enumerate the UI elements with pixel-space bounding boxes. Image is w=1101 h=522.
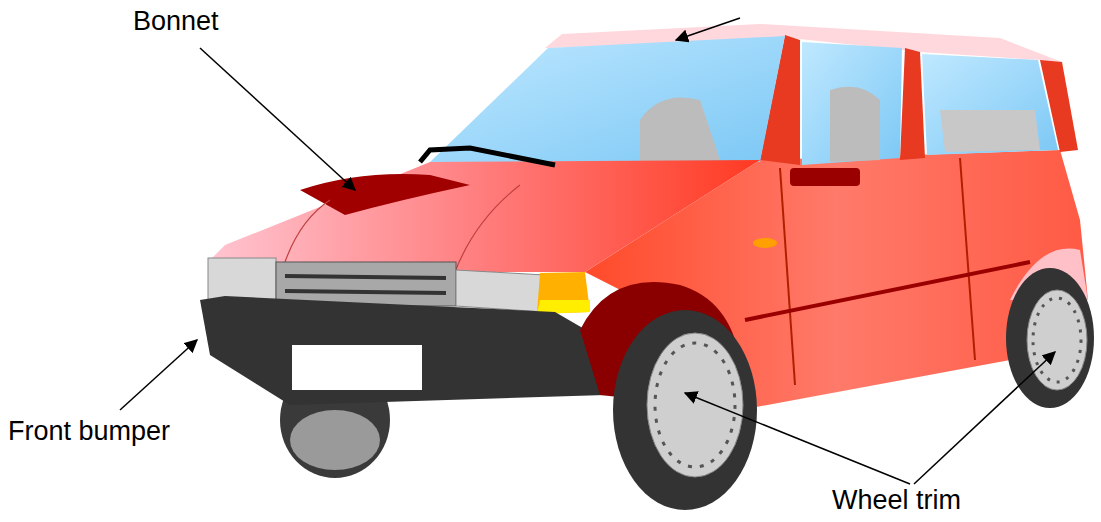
leader-line (200, 48, 355, 190)
grille-bar (285, 276, 446, 278)
grille-bar (285, 291, 446, 293)
side-stripe (745, 262, 1030, 320)
leader-line (685, 393, 910, 484)
leader-line (676, 18, 740, 40)
part-name: Bonnet (133, 6, 219, 36)
headlight (208, 258, 276, 300)
leader-line (914, 352, 1055, 484)
rear-window (922, 54, 1058, 155)
part-label: Wheel trim (832, 485, 961, 516)
part-name: Wheel trim (832, 485, 961, 515)
seat (940, 110, 1040, 152)
far-wheel-shade (290, 410, 380, 470)
door-line (780, 168, 795, 385)
pillar (900, 48, 925, 160)
side-indicator (753, 238, 777, 248)
bonnet (212, 160, 760, 272)
seat (830, 87, 880, 162)
headlight (456, 270, 545, 312)
bonnet-scoop (300, 174, 470, 215)
number-plate (292, 345, 422, 390)
rear-wheel (1006, 268, 1094, 408)
part-label: Bonnet (133, 6, 219, 37)
part-name: Front bumper (8, 416, 170, 446)
front-bumper (200, 296, 612, 405)
wheel-trim (647, 333, 743, 477)
wheel-trim (1027, 290, 1087, 390)
bonnet-crease (285, 200, 330, 262)
seat (640, 98, 720, 163)
grille (276, 262, 456, 306)
windscreen (430, 36, 785, 162)
indicator (537, 272, 590, 314)
door-line (960, 158, 975, 360)
part-label: Front bumper (8, 416, 170, 447)
wiper (420, 148, 555, 165)
mirror (790, 168, 860, 186)
bonnet-crease (455, 185, 520, 272)
door-window (802, 42, 902, 165)
front-wheel (613, 310, 757, 510)
leader-line (120, 340, 197, 410)
trim-vents (1033, 298, 1081, 382)
trim-vents (655, 343, 735, 467)
